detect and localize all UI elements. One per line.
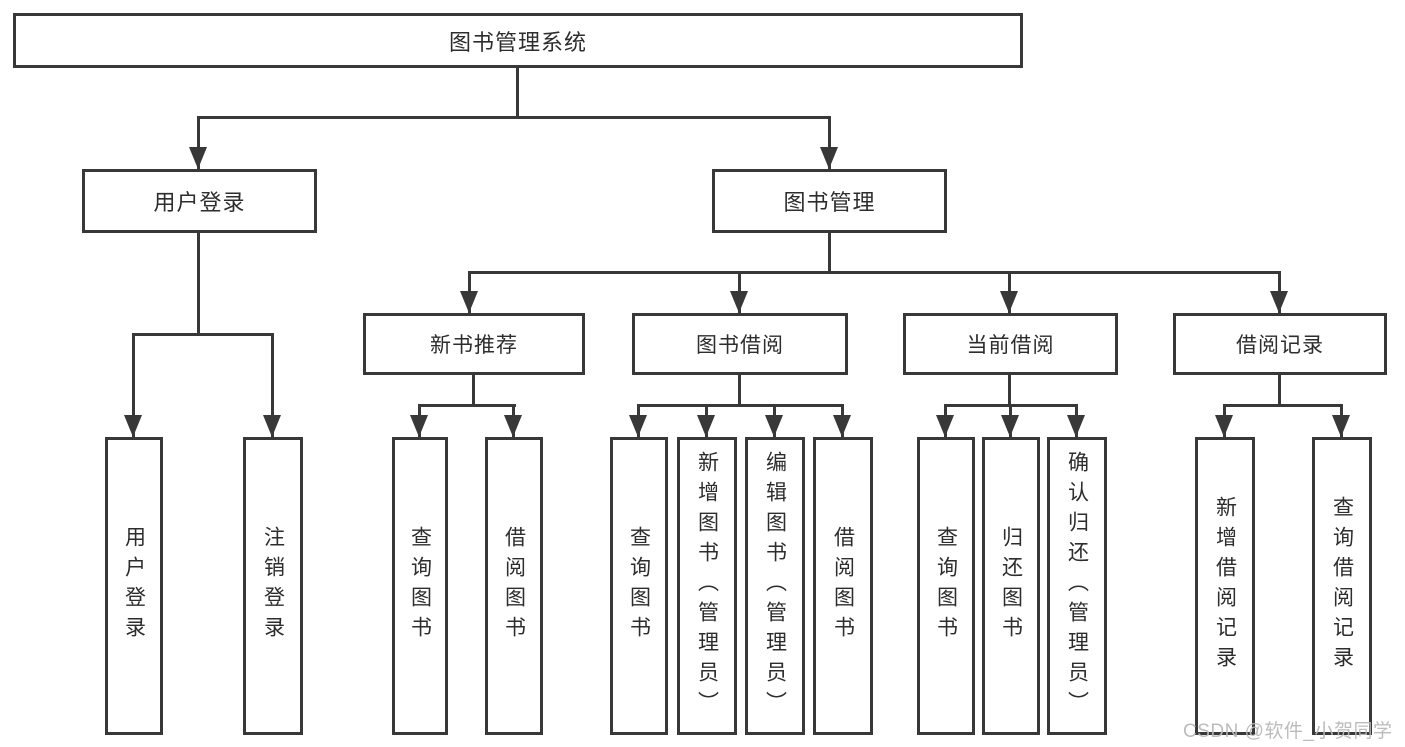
node-book-borrow: 图书借阅	[632, 313, 848, 375]
node-leaf-bb-add: 新增图书（管理员）	[677, 437, 737, 735]
arrow-to-cb-confirm	[1067, 415, 1085, 437]
arrow-to-br-add	[1215, 415, 1233, 437]
line-book-borrow-trunk	[738, 375, 741, 406]
line-stem-leaf-login	[132, 333, 135, 437]
node-leaf-bb-query-label: 查询图书	[627, 526, 651, 646]
node-root: 图书管理系统	[13, 13, 1023, 68]
node-leaf-bb-edit-label: 编辑图书（管理员）	[763, 451, 787, 721]
line-stem-leaf-logout	[271, 333, 274, 437]
node-leaf-nbr-query-label: 查询图书	[408, 526, 432, 646]
line-level2-branch	[197, 116, 831, 119]
node-leaf-cb-query: 查询图书	[917, 437, 975, 735]
arrow-to-nbr-query	[410, 415, 428, 437]
arrow-to-user-login	[189, 147, 207, 169]
node-leaf-br-add-label: 新增借阅记录	[1213, 496, 1237, 676]
node-user-login: 用户登录	[82, 169, 317, 233]
node-leaf-cb-confirm-label: 确认归还（管理员）	[1065, 451, 1089, 721]
line-book-borrow-branch	[637, 404, 844, 407]
line-user-login-branch	[132, 333, 274, 336]
line-new-book-recommend-trunk	[472, 375, 475, 406]
line-level3-branch	[468, 271, 1281, 274]
line-borrow-records-branch	[1223, 404, 1343, 407]
arrow-to-bb-query	[629, 415, 647, 437]
line-new-book-recommend-branch	[418, 404, 516, 407]
node-leaf-br-query: 查询借阅记录	[1312, 437, 1372, 735]
node-leaf-bb-borrow: 借阅图书	[813, 437, 873, 735]
line-current-borrow-trunk	[1008, 375, 1011, 406]
node-leaf-logout-label: 注销登录	[261, 526, 285, 646]
node-leaf-login-label: 用户登录	[122, 526, 146, 646]
node-borrow-records: 借阅记录	[1173, 313, 1387, 375]
node-leaf-bb-edit: 编辑图书（管理员）	[745, 437, 805, 735]
line-stem-user-login	[197, 116, 200, 169]
node-leaf-bb-query: 查询图书	[610, 437, 668, 735]
node-leaf-nbr-query: 查询图书	[392, 437, 448, 735]
node-leaf-br-add: 新增借阅记录	[1195, 437, 1255, 735]
node-leaf-cb-confirm: 确认归还（管理员）	[1047, 437, 1107, 735]
node-current-borrow: 当前借阅	[903, 313, 1118, 375]
arrow-to-br-query	[1332, 415, 1350, 437]
arrow-to-leaf-logout	[263, 415, 281, 437]
node-leaf-cb-return-label: 归还图书	[999, 526, 1023, 646]
line-root-trunk	[516, 68, 519, 118]
node-leaf-br-query-label: 查询借阅记录	[1330, 496, 1354, 676]
node-new-book-recommend: 新书推荐	[363, 313, 585, 375]
arrow-to-current-borrow	[1000, 291, 1018, 313]
node-leaf-nbr-borrow-label: 借阅图书	[502, 526, 526, 646]
node-book-management: 图书管理	[712, 169, 947, 233]
arrow-to-new-book-recommend	[460, 291, 478, 313]
node-leaf-nbr-borrow: 借阅图书	[485, 437, 543, 735]
arrow-to-bb-edit	[765, 415, 783, 437]
arrow-to-book-borrow	[730, 291, 748, 313]
arrow-to-borrow-records	[1270, 291, 1288, 313]
node-leaf-bb-add-label: 新增图书（管理员）	[695, 451, 719, 721]
arrow-to-book-management	[820, 147, 838, 169]
node-leaf-login: 用户登录	[105, 437, 163, 735]
node-leaf-bb-borrow-label: 借阅图书	[831, 526, 855, 646]
node-leaf-cb-query-label: 查询图书	[934, 526, 958, 646]
arrow-to-bb-borrow	[833, 415, 851, 437]
arrow-to-cb-query	[936, 415, 954, 437]
line-stem-book-management	[828, 116, 831, 169]
line-user-login-trunk	[197, 233, 200, 335]
csdn-watermark: CSDN @软件_小贺同学	[1183, 721, 1393, 742]
arrow-to-leaf-login	[124, 415, 142, 437]
line-book-management-trunk	[828, 233, 831, 273]
arrow-to-bb-add	[697, 415, 715, 437]
arrow-to-nbr-borrow	[504, 415, 522, 437]
node-leaf-cb-return: 归还图书	[982, 437, 1040, 735]
line-borrow-records-trunk	[1278, 375, 1281, 406]
arrow-to-cb-return	[1001, 415, 1019, 437]
node-leaf-logout: 注销登录	[243, 437, 303, 735]
